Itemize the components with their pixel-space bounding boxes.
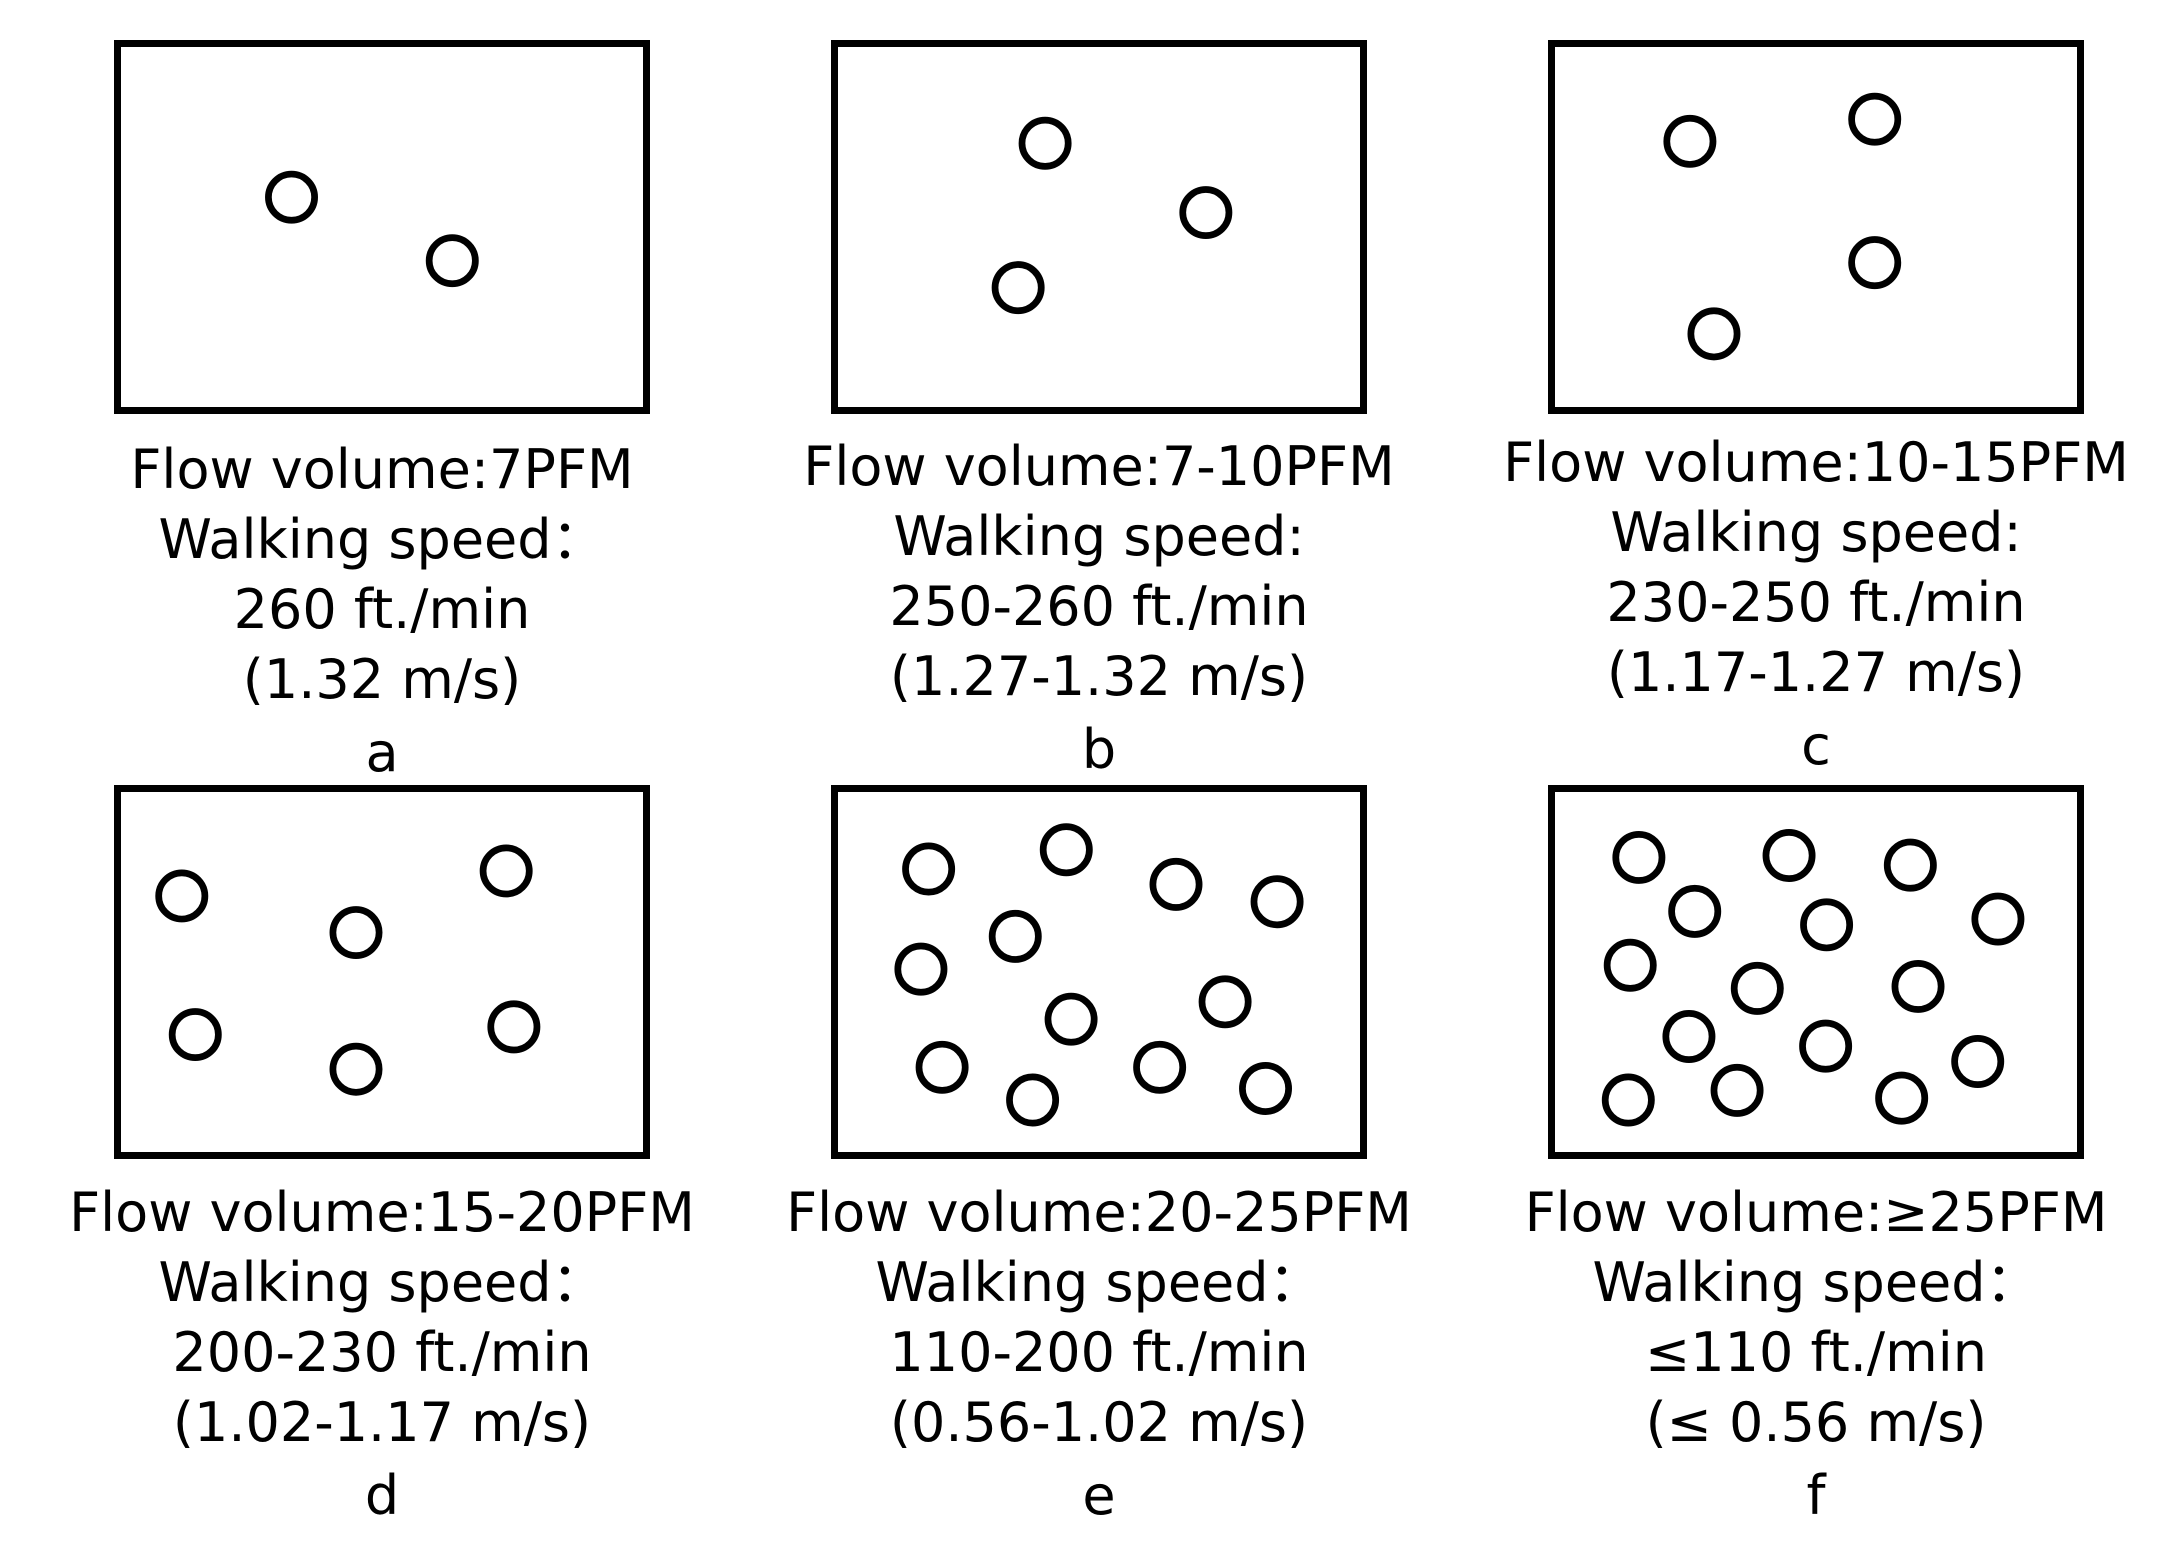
- pedestrian-icon: [265, 170, 318, 224]
- pedestrian-icon: [479, 844, 533, 898]
- speed-imperial: 230-250 ft./min: [1606, 571, 2026, 634]
- speed-imperial: 250-260 ft./min: [889, 575, 1309, 638]
- pedestrian-icon: [1039, 823, 1093, 877]
- caption-b: Flow volume:7-10PFM Walking speed: 250-2…: [749, 432, 1449, 788]
- pedestrian-icon: [1800, 898, 1854, 952]
- panel-letter: a: [365, 721, 399, 784]
- speed-metric: (1.02-1.17 m/s): [172, 1391, 592, 1454]
- pedestrian-icon: [1018, 116, 1072, 170]
- pedestrian-icon: [168, 1008, 222, 1062]
- pedestrian-field-d: [155, 844, 541, 1096]
- pedestrian-icon: [1612, 830, 1666, 884]
- pedestrian-icon: [1662, 1010, 1716, 1063]
- caption-a: Flow volume:7PFM Walking speed： 260 ft./…: [82, 435, 682, 791]
- panel-letter: b: [1081, 718, 1117, 781]
- speed-metric: (≤ 0.56 m/s): [1645, 1391, 1987, 1454]
- speed-imperial: 110-200 ft./min: [889, 1321, 1309, 1384]
- pedestrian-icon: [1848, 92, 1902, 146]
- walking-speed-label: Walking speed：: [875, 1251, 1323, 1314]
- walkway-box-c: [1548, 40, 2084, 414]
- pedestrian-icon: [487, 1000, 541, 1054]
- pedestrian-icon: [1149, 857, 1203, 911]
- panel-letter: e: [1082, 1464, 1116, 1527]
- walkway-box-f: [1548, 785, 2084, 1159]
- pedestrian-icon: [329, 906, 383, 960]
- pedestrian-field-e: [894, 823, 1304, 1127]
- flow-volume-label: Flow volume:20-25PFM: [786, 1181, 1412, 1244]
- walkway-box-d: [114, 785, 650, 1159]
- pedestrian-icon: [1668, 884, 1722, 938]
- walkway-box-e: [831, 785, 1367, 1159]
- pedestrian-icon: [155, 869, 209, 923]
- pedestrian-icon: [902, 842, 956, 896]
- panel-letter: d: [364, 1464, 400, 1527]
- pedestrian-icon: [1762, 829, 1816, 882]
- panel-letter: c: [1801, 714, 1831, 777]
- walking-speed-label: Walking speed：: [158, 1251, 606, 1314]
- flow-volume-label: Flow volume:≥25PFM: [1524, 1181, 2108, 1244]
- caption-e: Flow volume:20-25PFM Walking speed： 110-…: [749, 1178, 1449, 1534]
- caption-f: Flow volume:≥25PFM Walking speed： ≤110 f…: [1466, 1178, 2166, 1534]
- pedestrian-icon: [1951, 1035, 2005, 1088]
- pedestrian-icon: [1799, 1019, 1853, 1073]
- walkway-box-b: [831, 40, 1367, 414]
- speed-imperial: 200-230 ft./min: [172, 1321, 592, 1384]
- speed-metric: (1.27-1.32 m/s): [889, 645, 1309, 708]
- speed-imperial: 260 ft./min: [233, 578, 531, 641]
- pedestrian-icon: [1044, 992, 1098, 1046]
- pedestrian-icon: [425, 234, 479, 288]
- pedestrian-icon: [1239, 1062, 1292, 1115]
- pedestrian-icon: [1891, 959, 1945, 1013]
- pedestrian-field-b: [991, 116, 1233, 315]
- pedestrian-icon: [1603, 938, 1657, 992]
- pedestrian-icon: [1730, 961, 1784, 1015]
- flow-volume-label: Flow volume:7-10PFM: [803, 435, 1395, 498]
- pedestrian-icon: [1198, 975, 1252, 1029]
- pedestrian-icon: [991, 261, 1045, 315]
- pedestrian-field-c: [1663, 92, 1902, 361]
- pedestrian-icon: [1971, 892, 2025, 946]
- pedestrian-icon: [1601, 1073, 1655, 1127]
- speed-imperial: ≤110 ft./min: [1645, 1321, 1987, 1384]
- flow-volume-label: Flow volume:10-15PFM: [1503, 431, 2129, 494]
- panel-letter: f: [1806, 1464, 1826, 1527]
- pedestrian-icon: [1687, 307, 1741, 361]
- pedestrian-field-f: [1601, 829, 2025, 1127]
- flow-volume-label: Flow volume:7PFM: [130, 438, 634, 501]
- pedestrian-icon: [1710, 1063, 1764, 1117]
- pedestrian-icon: [1848, 236, 1902, 290]
- pedestrian-icon: [1875, 1071, 1929, 1125]
- speed-metric: (1.32 m/s): [242, 648, 522, 711]
- pedestrian-icon: [1179, 186, 1233, 240]
- pedestrian-field-a: [265, 170, 479, 288]
- pedestrian-icon: [1883, 838, 1937, 892]
- pedestrian-icon: [1133, 1040, 1187, 1094]
- pedestrian-icon: [329, 1042, 383, 1096]
- pedestrian-icon: [915, 1040, 969, 1094]
- pedestrian-icon: [1250, 875, 1304, 929]
- speed-metric: (1.17-1.27 m/s): [1606, 641, 2026, 704]
- pedestrian-icon: [1006, 1073, 1060, 1127]
- flow-volume-label: Flow volume:15-20PFM: [69, 1181, 695, 1244]
- caption-d: Flow volume:15-20PFM Walking speed： 200-…: [32, 1178, 732, 1534]
- walking-speed-label: Walking speed：: [158, 508, 606, 571]
- walking-speed-label: Walking speed：: [1592, 1251, 2040, 1314]
- pedestrian-icon: [988, 909, 1042, 963]
- caption-c: Flow volume:10-15PFM Walking speed: 230-…: [1466, 428, 2166, 784]
- pedestrian-icon: [1663, 114, 1717, 168]
- pedestrian-icon: [894, 942, 948, 996]
- walkway-box-a: [114, 40, 650, 414]
- walking-speed-label: Walking speed:: [893, 505, 1305, 568]
- walking-speed-label: Walking speed:: [1610, 501, 2022, 564]
- speed-metric: (0.56-1.02 m/s): [889, 1391, 1309, 1454]
